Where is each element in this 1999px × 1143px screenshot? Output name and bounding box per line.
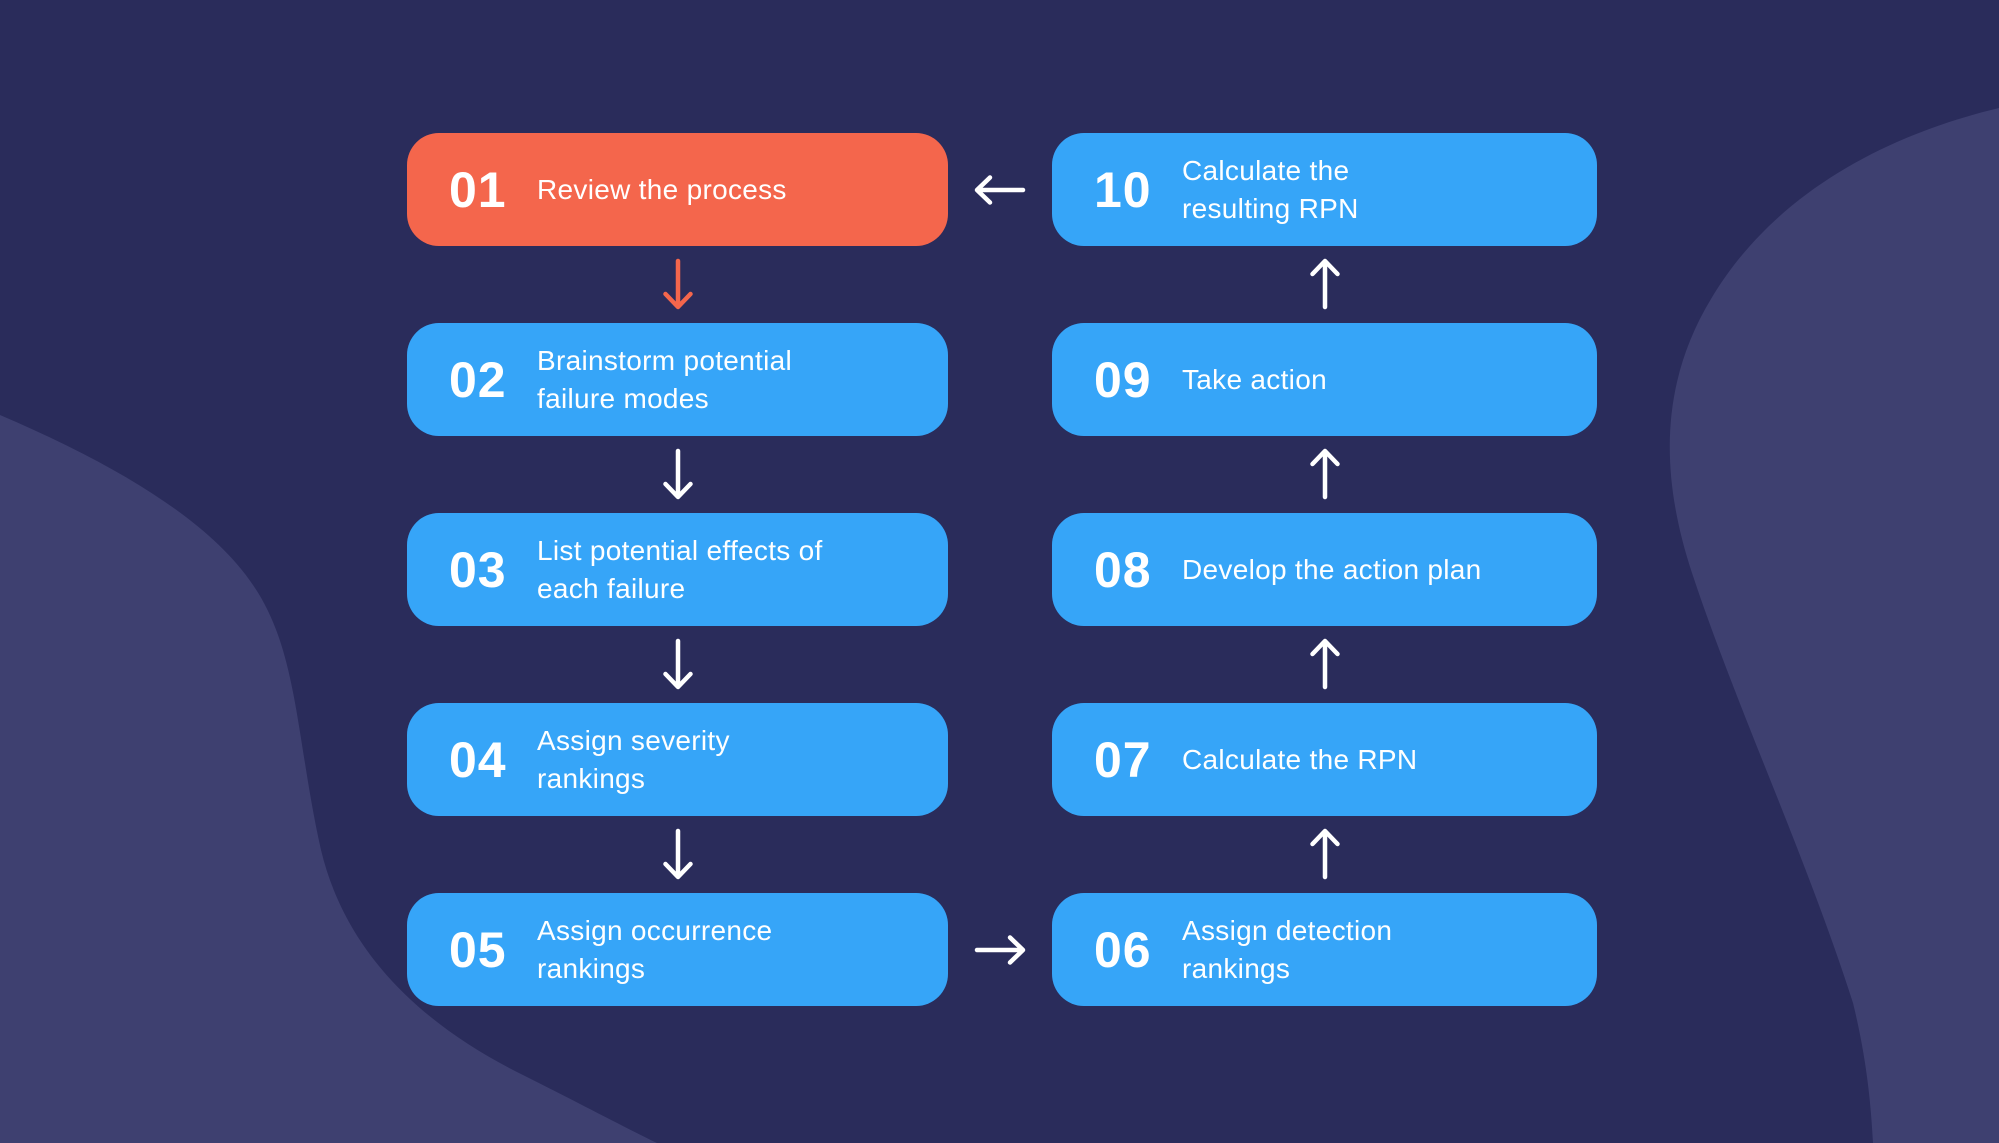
step-box-01: 01 Review the process [407,133,948,246]
step-label-04: Assign severity rankings [537,722,730,798]
step-number-02: 02 [449,351,507,408]
step-label-02: Brainstorm potential failure modes [537,342,792,418]
background-blob-right [1669,108,1999,1143]
arrow-01-to-02-down-icon [660,258,696,310]
step-label-line: rankings [537,762,646,794]
step-label-line: rankings [537,952,646,984]
step-number-10: 10 [1094,161,1152,218]
arrow-10-to-01-left-icon [974,172,1026,208]
background-blob-bottom-left [0,415,657,1143]
step-label-line: Assign detection [1182,914,1393,946]
step-label-10: Calculate the resulting RPN [1182,152,1359,228]
step-number-06: 06 [1094,921,1152,978]
arrow-06-to-07-up-icon [1307,828,1343,880]
step-box-04: 04 Assign severity rankings [407,703,948,816]
step-label-line: Review the process [537,173,787,205]
step-box-03: 03 List potential effects of each failure [407,513,948,626]
step-number-07: 07 [1094,731,1152,788]
step-label-05: Assign occurrence rankings [537,912,772,988]
arrow-05-to-06-right-icon [974,932,1026,968]
arrow-09-to-10-up-icon [1307,258,1343,310]
step-label-line: Brainstorm potential [537,344,793,376]
step-number-05: 05 [449,921,507,978]
step-number-04: 04 [449,731,507,788]
step-label-line: Develop the action plan [1182,553,1482,585]
step-number-01: 01 [449,161,507,218]
arrow-04-to-05-down-icon [660,828,696,880]
step-box-05: 05 Assign occurrence rankings [407,893,948,1006]
step-box-07: 07 Calculate the RPN [1052,703,1597,816]
step-box-10: 10 Calculate the resulting RPN [1052,133,1597,246]
step-label-07: Calculate the RPN [1182,741,1417,779]
step-box-06: 06 Assign detection rankings [1052,893,1597,1006]
step-label-06: Assign detection rankings [1182,912,1392,988]
step-label-line: Take action [1182,363,1327,395]
step-box-08: 08 Develop the action plan [1052,513,1597,626]
step-number-03: 03 [449,541,507,598]
arrow-08-to-09-up-icon [1307,448,1343,500]
arrow-02-to-03-down-icon [660,448,696,500]
step-label-line: resulting RPN [1182,192,1359,224]
step-label-line: Calculate the RPN [1182,743,1418,775]
arrow-07-to-08-up-icon [1307,638,1343,690]
step-label-03: List potential effects of each failure [537,532,823,608]
step-label-01: Review the process [537,171,787,209]
step-label-line: List potential effects of [537,534,823,566]
step-label-line: Assign severity [537,724,730,756]
arrow-03-to-04-down-icon [660,638,696,690]
step-label-line: each failure [537,572,686,604]
step-number-09: 09 [1094,351,1152,408]
step-label-line: rankings [1182,952,1291,984]
step-label-line: Assign occurrence [537,914,773,946]
step-label-09: Take action [1182,361,1327,399]
step-number-08: 08 [1094,541,1152,598]
step-label-line: Calculate the [1182,154,1350,186]
step-label-line: failure modes [537,382,709,414]
step-box-02: 02 Brainstorm potential failure modes [407,323,948,436]
step-box-09: 09 Take action [1052,323,1597,436]
step-label-08: Develop the action plan [1182,551,1482,589]
